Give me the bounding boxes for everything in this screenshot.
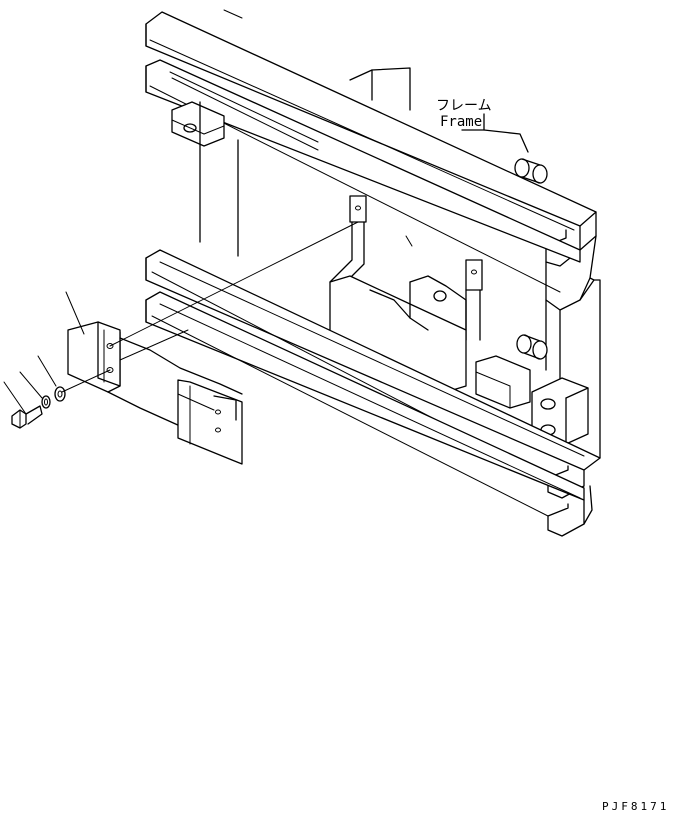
right-lower-block <box>475 355 589 445</box>
center-assembly <box>329 195 483 393</box>
frame-label-jp: フレーム <box>436 98 492 114</box>
assembly-lines <box>61 221 359 393</box>
lower-rail-lower <box>145 291 593 537</box>
second-rail <box>145 59 597 311</box>
frame-label-en: Frame <box>440 114 482 130</box>
flat-washer <box>54 386 66 402</box>
frame-posts <box>199 101 601 459</box>
pins <box>514 158 548 360</box>
drawing-code: PJF8171 <box>602 800 669 813</box>
back-bracket <box>349 67 529 153</box>
left-mount <box>171 101 225 147</box>
spring-washer <box>41 395 51 409</box>
leader-lines <box>3 291 85 415</box>
bolt <box>11 405 43 429</box>
guard-plate <box>67 321 243 465</box>
